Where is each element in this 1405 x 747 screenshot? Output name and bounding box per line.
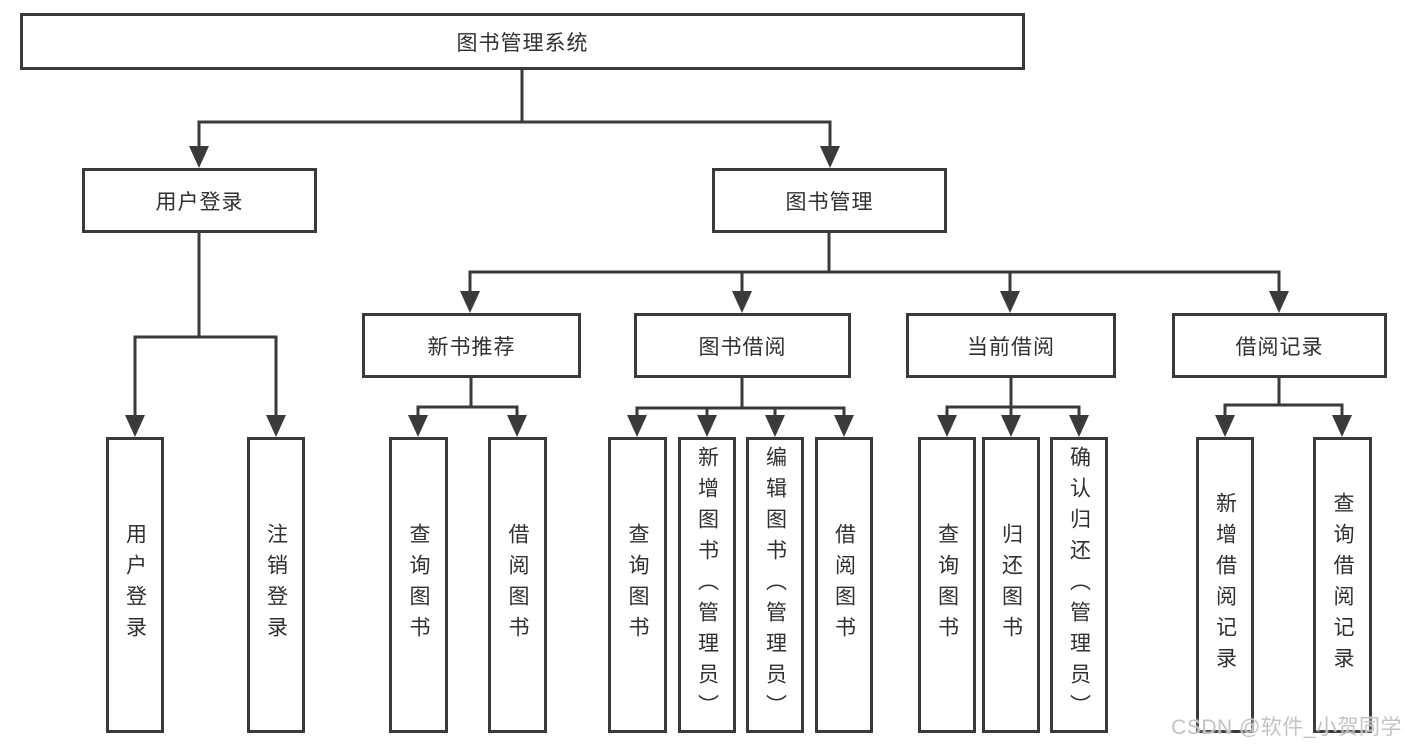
node-book-borrowing: 图书借阅 xyxy=(634,313,851,378)
leaf-edit-book-admin: 编辑图书（管理员） xyxy=(746,437,804,733)
leaf-add-borrow-record: 新增借阅记录 xyxy=(1196,437,1254,733)
leaf-borrow-books: 借阅图书 xyxy=(815,437,873,733)
leaf-add-book-admin: 新增图书（管理员） xyxy=(678,437,736,733)
node-current-borrowing: 当前借阅 xyxy=(906,313,1116,378)
leaf-borrow-books-recommend: 借阅图书 xyxy=(488,437,547,733)
leaf-search-books-borrowing: 查询图书 xyxy=(608,437,667,733)
leaf-confirm-return-admin: 确认归还（管理员） xyxy=(1050,437,1108,733)
leaf-return-books: 归还图书 xyxy=(982,437,1040,733)
leaf-search-borrow-record: 查询借阅记录 xyxy=(1313,437,1372,733)
leaf-search-books-recommend: 查询图书 xyxy=(389,437,448,733)
watermark: CSDN @软件_小贺同学 xyxy=(1171,716,1402,739)
node-new-book-recommend: 新书推荐 xyxy=(362,313,581,378)
node-library-management-system: 图书管理系统 xyxy=(20,13,1025,70)
leaf-search-books-current: 查询图书 xyxy=(918,437,976,733)
node-book-management: 图书管理 xyxy=(712,168,947,233)
leaf-logout: 注销登录 xyxy=(247,437,305,733)
leaf-user-login: 用户登录 xyxy=(106,437,164,733)
node-borrow-records: 借阅记录 xyxy=(1172,313,1387,378)
node-user-login: 用户登录 xyxy=(82,168,317,233)
